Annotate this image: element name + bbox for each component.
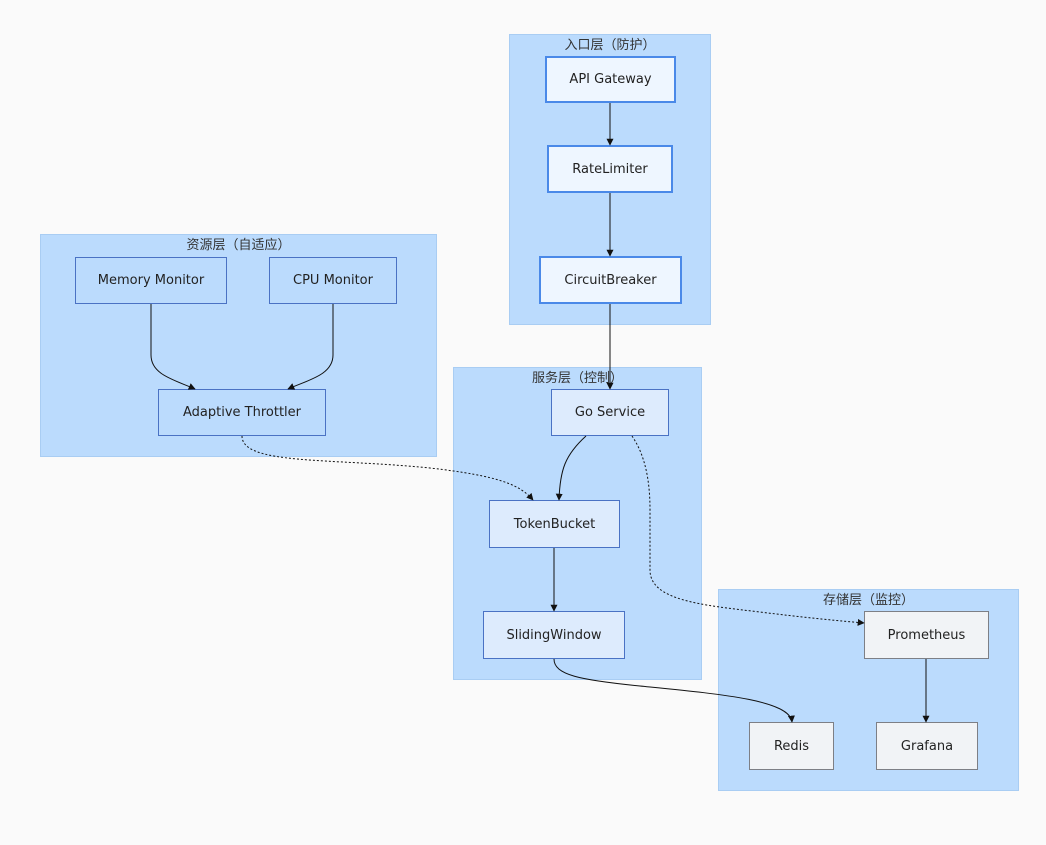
cluster-entry-title: 入口层（防护）: [564, 38, 656, 53]
cluster-storage-title: 存储层（监控）: [822, 593, 914, 608]
node-token-bucket[interactable]: TokenBucket: [489, 500, 620, 548]
node-redis[interactable]: Redis: [749, 722, 834, 770]
cluster-resource-title: 资源层（自适应）: [186, 238, 291, 253]
node-cpu-monitor[interactable]: CPU Monitor: [269, 257, 397, 304]
node-circuit-breaker[interactable]: CircuitBreaker: [539, 256, 682, 304]
node-go-service[interactable]: Go Service: [551, 389, 669, 436]
node-rate-limiter[interactable]: RateLimiter: [547, 145, 673, 193]
node-grafana[interactable]: Grafana: [876, 722, 978, 770]
node-prometheus[interactable]: Prometheus: [864, 611, 989, 659]
cluster-service-title: 服务层（控制）: [531, 371, 623, 386]
node-adaptive-throttler[interactable]: Adaptive Throttler: [158, 389, 326, 436]
node-sliding-window[interactable]: SlidingWindow: [483, 611, 625, 659]
node-memory-monitor[interactable]: Memory Monitor: [75, 257, 227, 304]
node-api-gateway[interactable]: API Gateway: [545, 56, 676, 103]
